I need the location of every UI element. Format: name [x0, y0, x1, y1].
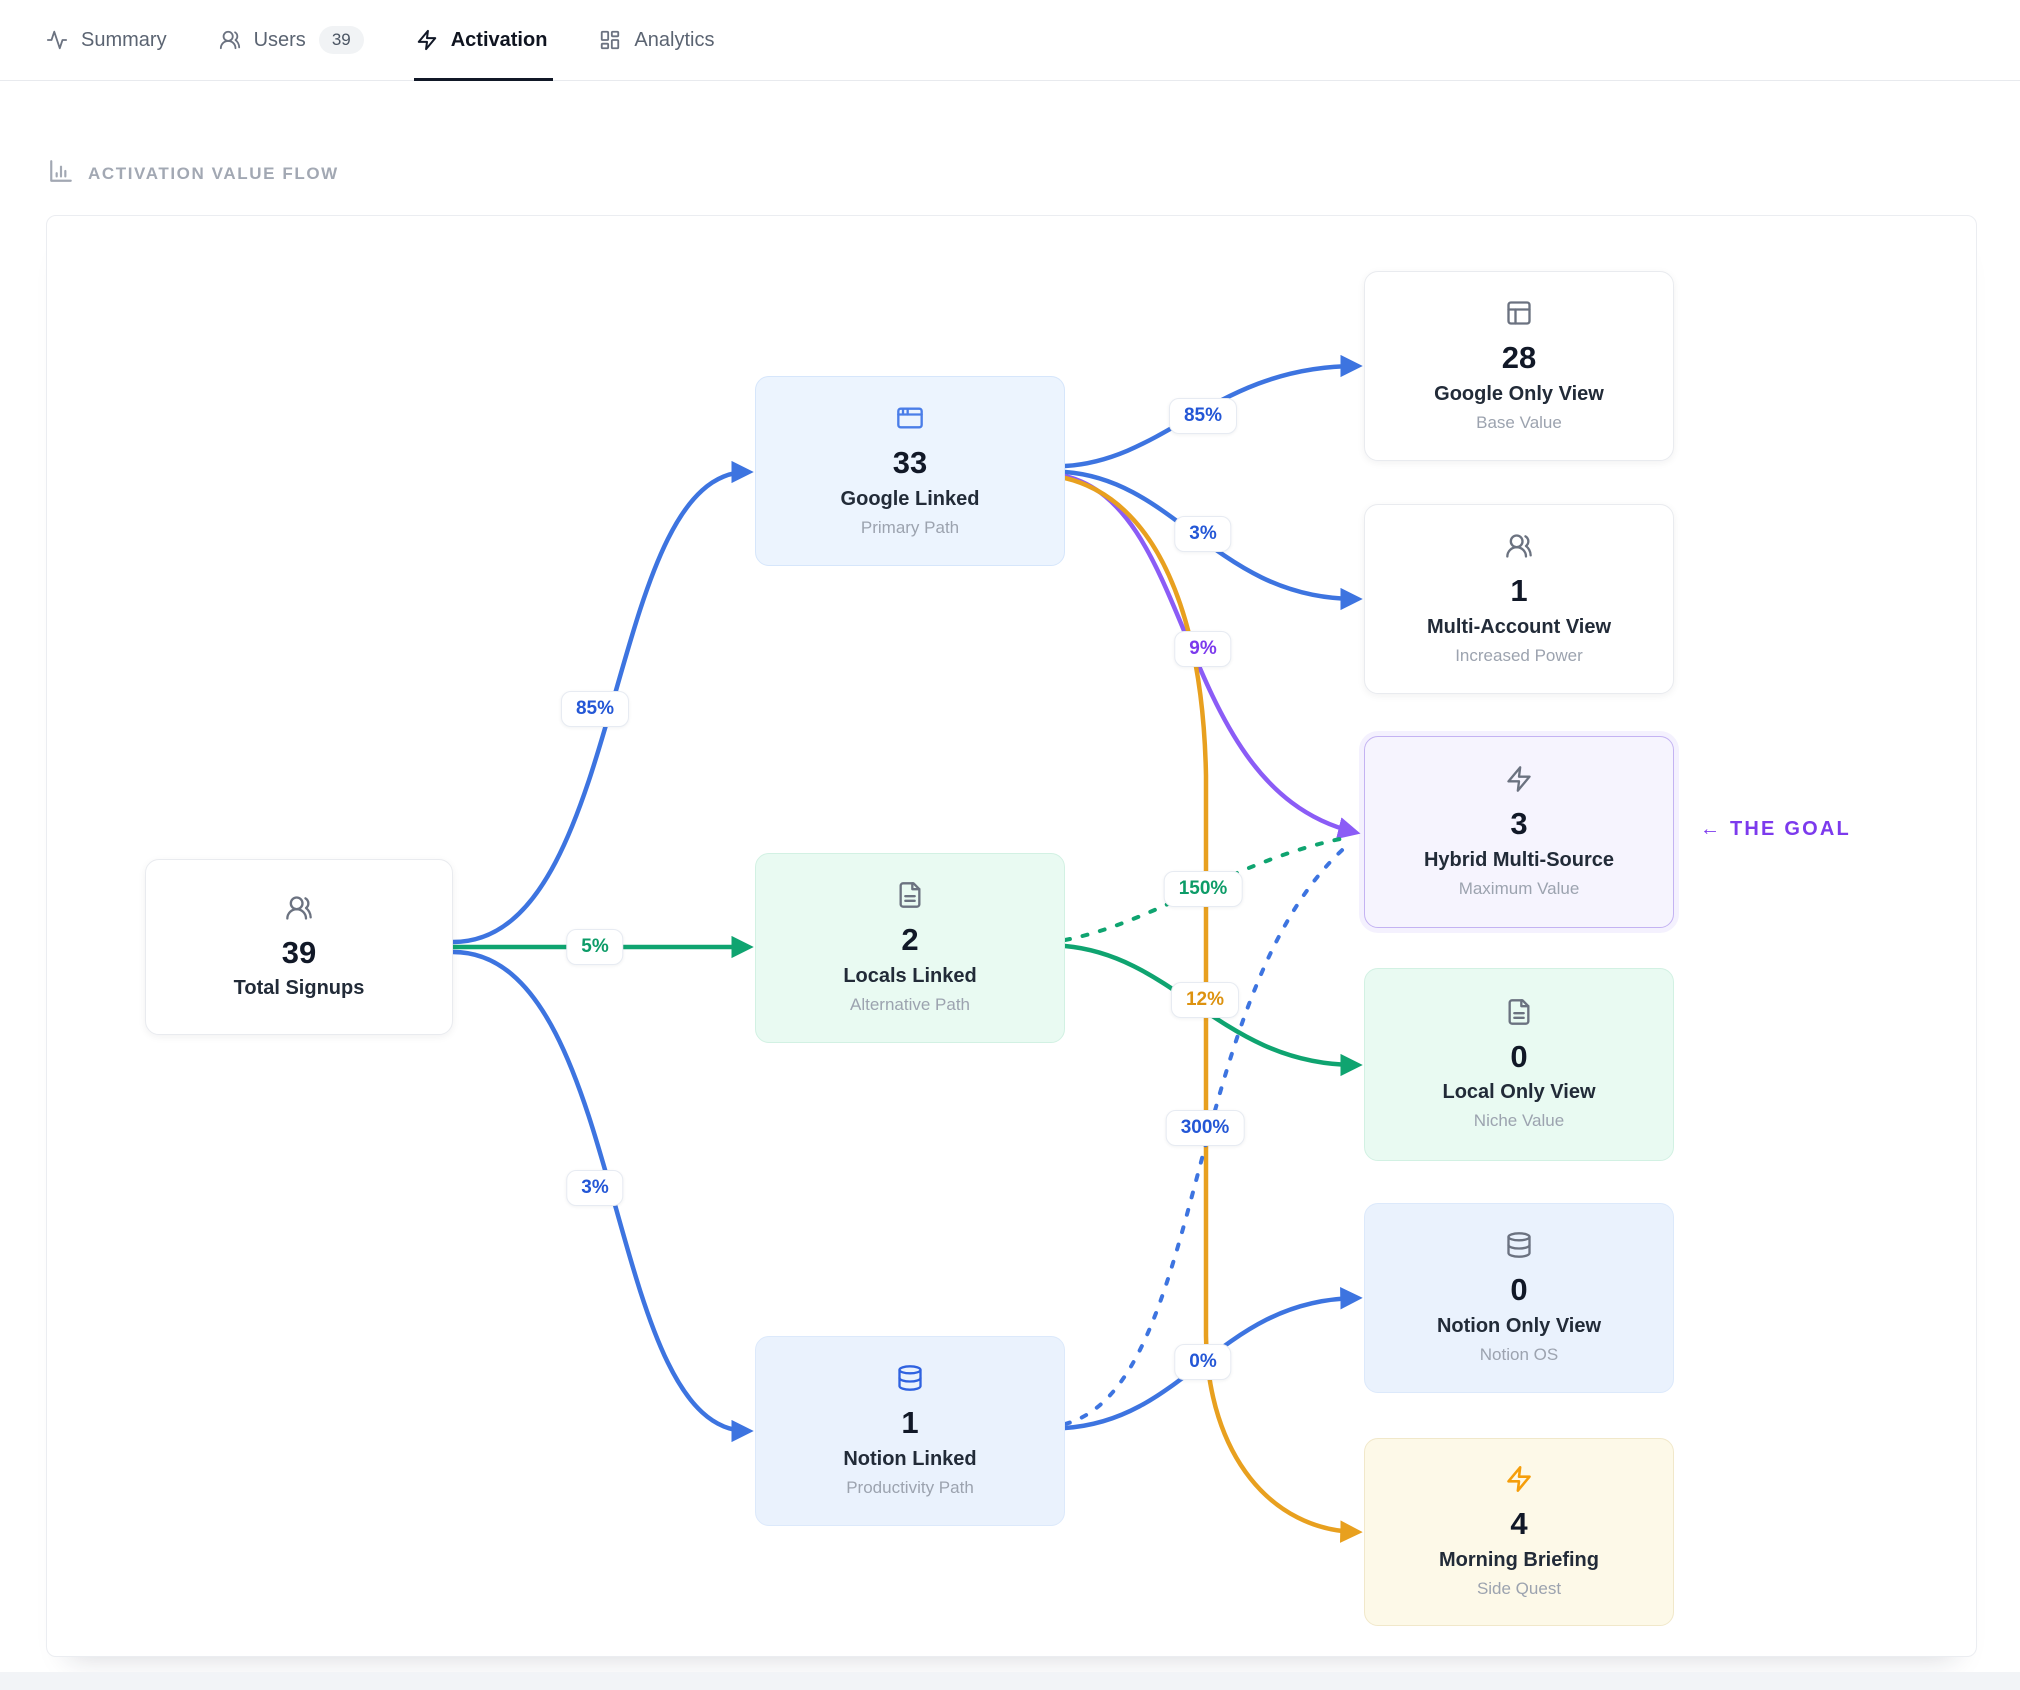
tab-activation[interactable]: Activation [413, 0, 554, 81]
bar-chart-icon [48, 158, 74, 189]
layout-icon [1505, 299, 1533, 327]
node-label: Total Signups [233, 977, 365, 1000]
users-icon [219, 29, 241, 51]
edge-label-locals_linked-hybrid: 150% [1163, 871, 1243, 907]
bottom-divider [0, 1672, 2020, 1690]
node-total-signups[interactable]: 39 Total Signups [145, 859, 453, 1035]
tab-summary[interactable]: Summary [46, 0, 167, 80]
node-morning-briefing[interactable]: 4 Morning Briefing Side Quest [1364, 1438, 1674, 1626]
tab-label: Users [253, 28, 306, 51]
node-multi-account-view[interactable]: 1 Multi-Account View Increased Power [1364, 504, 1674, 694]
node-label: Notion Only View [1436, 1314, 1602, 1337]
node-sublabel: Niche Value [1473, 1111, 1565, 1131]
edge-label-google_linked-google_only: 85% [1168, 398, 1238, 434]
node-sublabel: Side Quest [1476, 1578, 1562, 1598]
tab-label: Summary [81, 28, 167, 51]
node-label: Google Only View [1434, 382, 1604, 405]
node-hybrid-multi-source[interactable]: 3 Hybrid Multi-Source Maximum Value [1364, 736, 1674, 928]
node-label: Multi-Account View [1426, 615, 1612, 638]
node-value: 39 [281, 934, 317, 970]
node-value: 3 [1510, 806, 1528, 842]
node-label: Locals Linked [843, 964, 977, 987]
tab-label: Analytics [634, 28, 715, 51]
users-icon [285, 894, 313, 922]
tab-users[interactable]: Users 39 [219, 0, 364, 80]
node-sublabel: Notion OS [1479, 1344, 1559, 1364]
edge-label-google_linked-multi_account: 3% [1174, 516, 1232, 552]
node-value: 1 [901, 1405, 919, 1441]
node-google-only-view[interactable]: 28 Google Only View Base Value [1364, 271, 1674, 461]
node-local-only-view[interactable]: 0 Local Only View Niche Value [1364, 968, 1674, 1161]
node-notion-linked[interactable]: 1 Notion Linked Productivity Path [755, 1336, 1065, 1526]
node-value: 28 [1501, 340, 1537, 376]
users-count-badge: 39 [318, 26, 364, 54]
edge-google_linked-morning [1062, 475, 1363, 1543]
edge-label-notion_linked-hybrid: 300% [1165, 1110, 1245, 1146]
edge-label-google_linked-hybrid: 9% [1174, 631, 1232, 667]
top-tab-bar: Summary Users 39 Activation Analytics [0, 0, 2020, 81]
edge-label-google_linked-morning: 12% [1170, 982, 1240, 1018]
node-sublabel: Primary Path [860, 517, 960, 537]
node-google-linked[interactable]: 33 Google Linked Primary Path [755, 376, 1065, 566]
node-sublabel: Maximum Value [1458, 878, 1580, 898]
section-header: ACTIVATION VALUE FLOW [48, 158, 339, 189]
zap-icon [1505, 765, 1533, 793]
app-window-icon [896, 404, 924, 432]
node-value: 4 [1510, 1506, 1528, 1542]
node-sublabel: Base Value [1476, 412, 1562, 432]
node-value: 33 [892, 445, 928, 481]
edge-label-source-google_linked: 85% [560, 691, 630, 727]
node-value: 1 [1510, 573, 1528, 609]
edge-label-source-notion_linked: 3% [566, 1170, 624, 1206]
goal-annotation: ← THE GOAL [1700, 818, 1851, 840]
zap-icon [1505, 1465, 1533, 1493]
edge-label-notion_linked-notion_only: 0% [1174, 1344, 1232, 1380]
node-locals-linked[interactable]: 2 Locals Linked Alternative Path [755, 853, 1065, 1043]
node-sublabel: Alternative Path [849, 994, 970, 1014]
node-value: 2 [901, 922, 919, 958]
flow-canvas: 39 Total Signups 33 Google Linked Primar… [46, 215, 1977, 1657]
node-value: 0 [1510, 1272, 1528, 1308]
node-label: Google Linked [840, 487, 980, 510]
database-icon [1505, 1231, 1533, 1259]
node-value: 0 [1510, 1038, 1528, 1074]
node-label: Hybrid Multi-Source [1423, 848, 1614, 871]
users-icon [1505, 532, 1533, 560]
node-sublabel: Increased Power [1455, 645, 1583, 665]
section-title: ACTIVATION VALUE FLOW [88, 163, 339, 183]
activity-icon [46, 29, 68, 51]
node-label: Notion Linked [843, 1447, 977, 1470]
zap-icon [416, 29, 438, 51]
tab-label: Activation [450, 28, 548, 51]
node-notion-only-view[interactable]: 0 Notion Only View Notion OS [1364, 1203, 1674, 1393]
edge-label-source-locals_linked: 5% [566, 929, 624, 965]
node-label: Local Only View [1442, 1081, 1596, 1104]
dashboard-icon [599, 29, 621, 51]
node-sublabel: Productivity Path [846, 1477, 974, 1497]
file-text-icon [896, 881, 924, 909]
file-text-icon [1505, 998, 1533, 1026]
database-icon [896, 1364, 924, 1392]
node-label: Morning Briefing [1439, 1548, 1599, 1571]
tab-analytics[interactable]: Analytics [599, 0, 714, 80]
